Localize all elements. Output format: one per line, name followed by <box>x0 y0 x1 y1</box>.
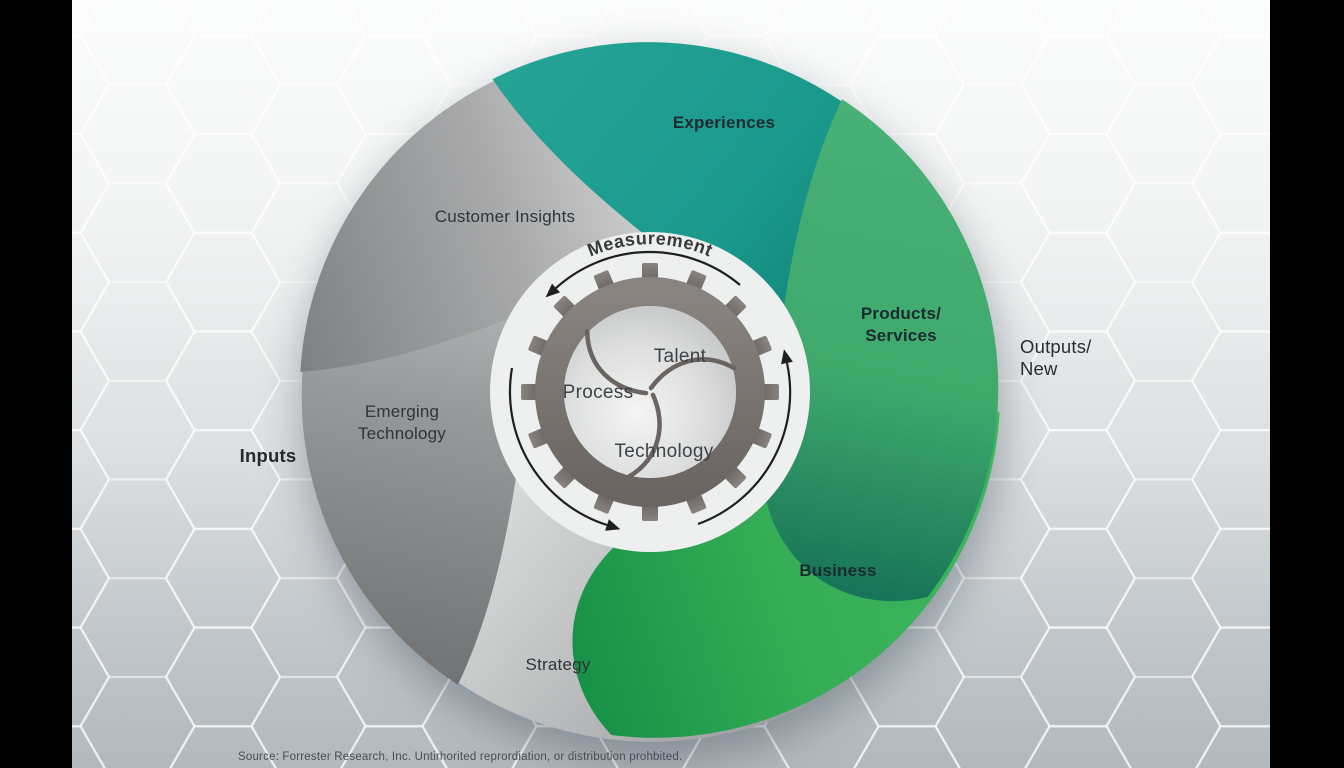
pinwheel-graphic: Measurement <box>230 0 1070 768</box>
label-inputs: Inputs <box>239 445 297 466</box>
label-outputs-line2: New <box>1020 358 1058 379</box>
label-strategy: Strategy <box>525 655 591 674</box>
label-outputs-new: Outputs/ New <box>1020 336 1092 380</box>
arrowheads <box>545 283 793 531</box>
label-products-line2: Services <box>865 326 937 345</box>
letterbox-left <box>0 0 72 768</box>
diagram-stage: Measurement <box>72 0 1270 768</box>
label-business: Business <box>799 561 877 580</box>
label-emerging-line1: Emerging <box>364 402 440 421</box>
label-products-line1: Products/ <box>860 304 942 323</box>
label-outputs-line1: Outputs/ <box>1020 336 1092 357</box>
label-technology: Technology <box>614 441 714 462</box>
label-talent: Talent <box>653 346 707 367</box>
label-emerging-technology: Emerging Technology <box>358 401 446 445</box>
gear-icon <box>521 263 779 521</box>
label-experiences: Experiences <box>672 113 776 132</box>
triskelion-dividers <box>584 329 737 479</box>
label-customer-insights: Customer Insights <box>434 207 576 226</box>
label-emerging-line2: Technology <box>357 424 447 443</box>
source-note: Source: Forrester Research, Inc. Untirho… <box>238 751 683 763</box>
label-process: Process <box>562 382 634 403</box>
label-products-services: Products/ Services <box>861 303 941 347</box>
letterbox-right <box>1270 0 1344 768</box>
rotation-arrows <box>508 250 792 527</box>
